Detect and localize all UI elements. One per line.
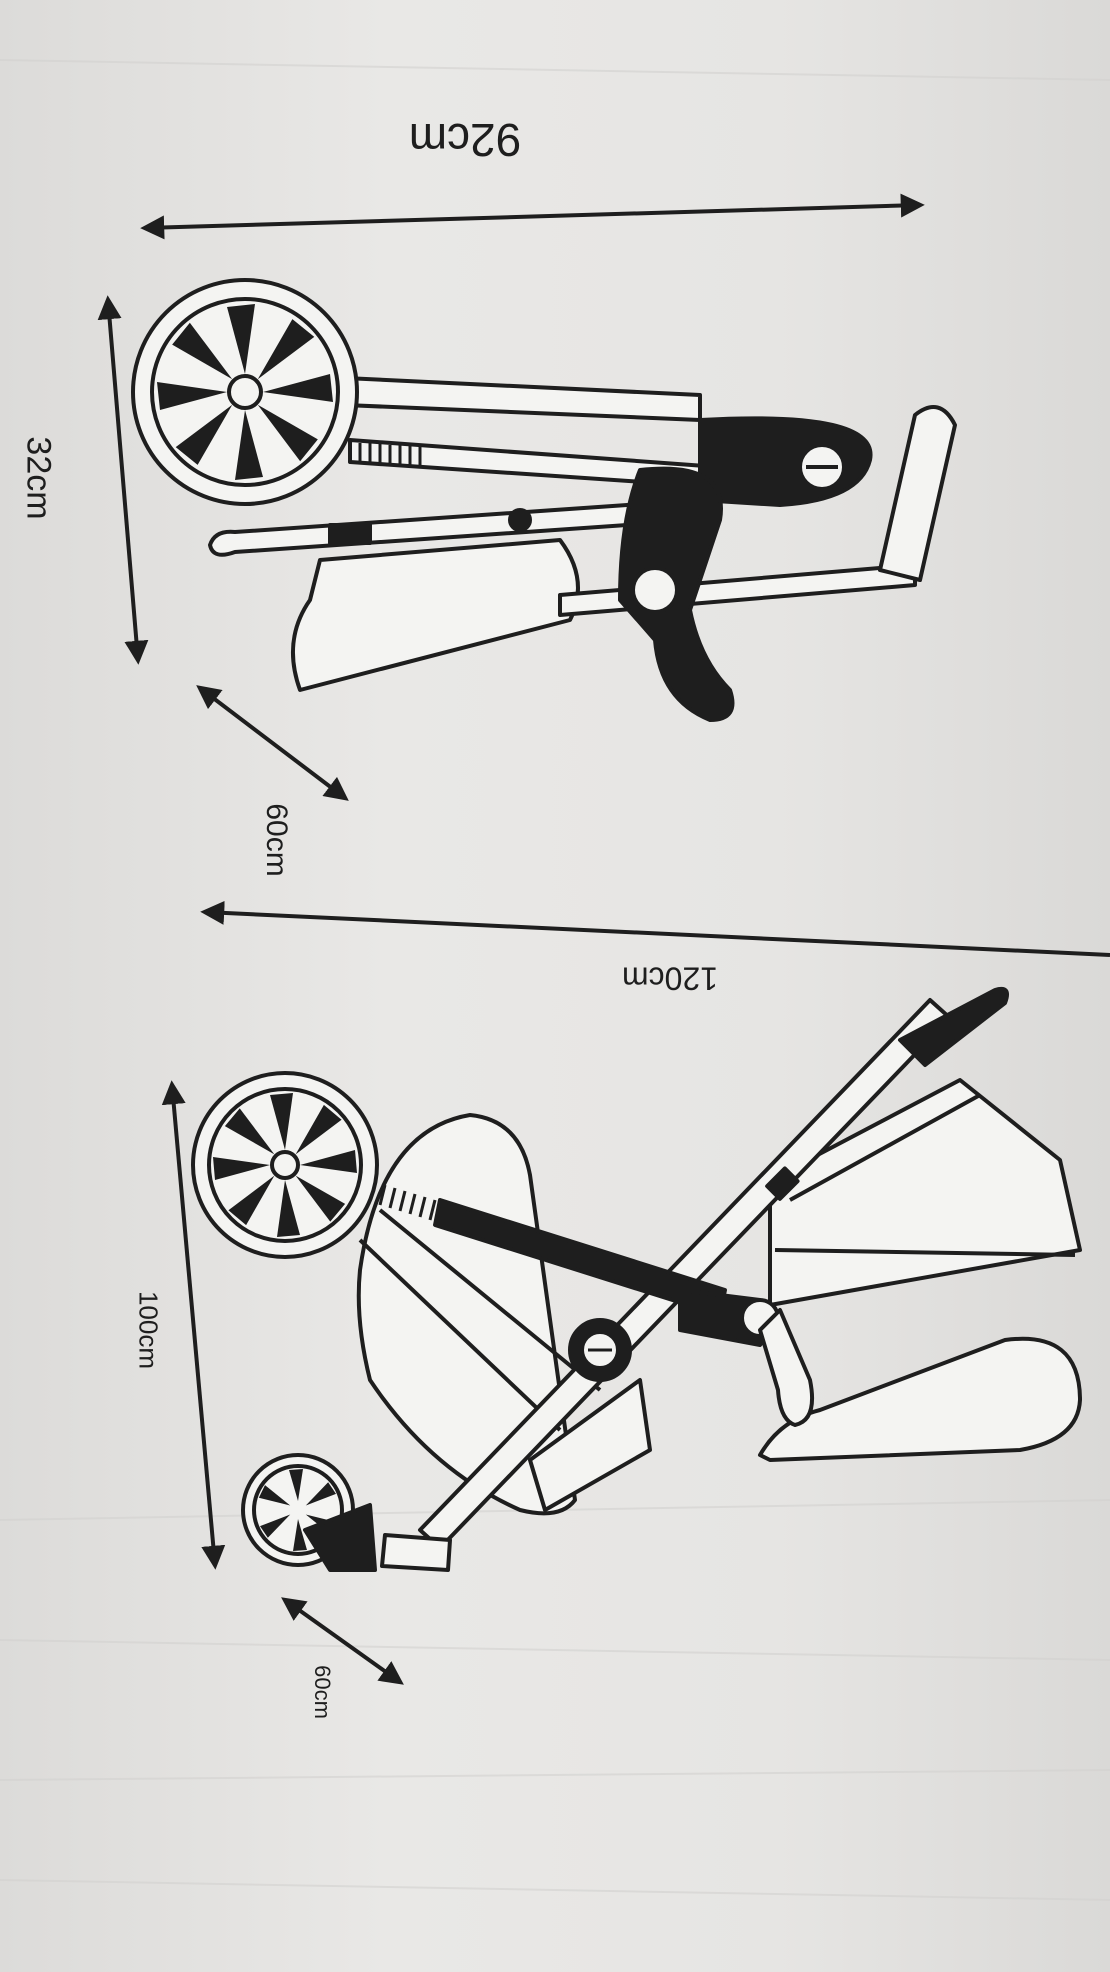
open-canopy-back [768,1078,1082,1307]
folded-height-label: 32cm [19,436,58,520]
arrow-120 [200,900,1110,957]
open-footrest [528,1378,652,1512]
arrow-60-open [281,1597,404,1685]
open-length-label: 120cm [621,960,719,997]
folded-width-label: 60cm [260,803,293,877]
folded-wheel [131,278,359,506]
folded-stroller [131,278,957,722]
arrow-92 [140,193,925,240]
open-foot-tube [380,1533,452,1572]
folded-seat-fabric [290,538,580,692]
folded-lower-frame [558,563,917,617]
folded-canopy-frame [878,405,957,582]
folded-dimension-arrows [97,193,1110,957]
folded-hinge-joint [631,566,679,614]
open-hinge-arm [758,1308,815,1427]
arrow-60-folded [196,685,349,801]
open-stroller [191,986,1082,1572]
open-front-fork [303,1503,377,1572]
arrow-32 [97,295,149,665]
open-height-label: 100cm [133,1290,164,1370]
open-rear-wheel [191,1071,379,1259]
open-spring [378,1184,437,1221]
folded-spring [348,442,422,468]
open-width-label: 60cm [310,1665,335,1719]
folded-frame-tube [343,376,702,422]
open-dimension-arrows [161,1080,404,1685]
folded-clip [508,508,532,532]
open-push-handle [898,986,1009,1067]
cardboard-texture [0,59,1110,1901]
open-seat-body [356,1113,577,1516]
arrow-100 [161,1080,226,1570]
folded-length-label: 92cm [408,114,522,166]
